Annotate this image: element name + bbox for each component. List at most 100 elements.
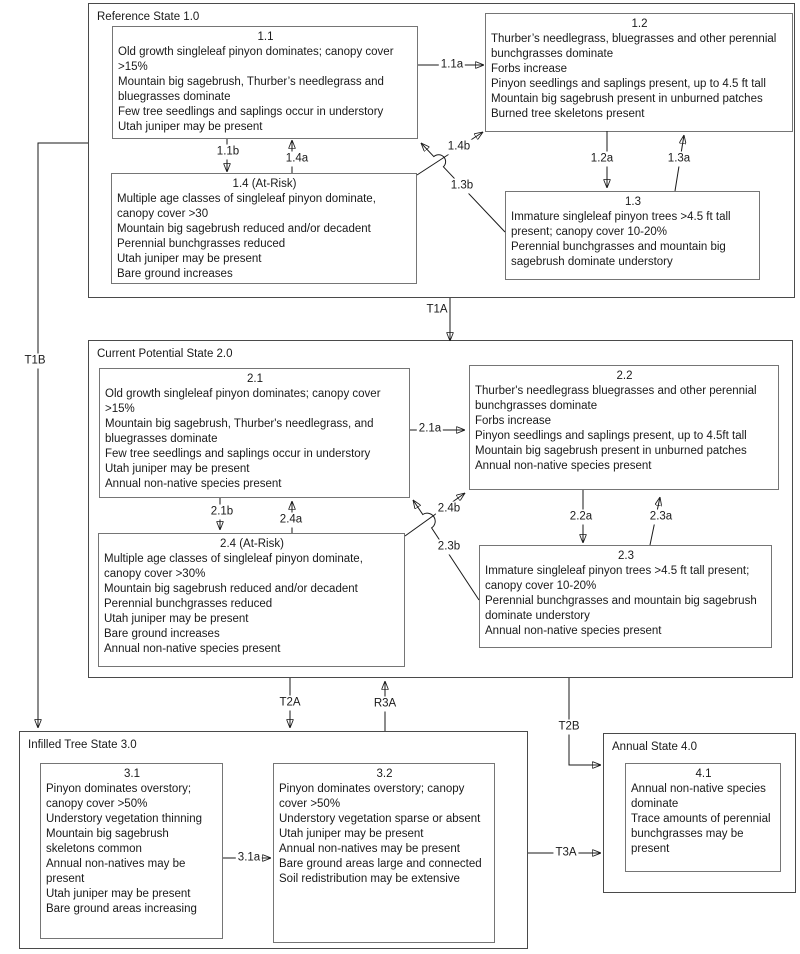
phase-box-1-2-line: Mountain big sagebrush present in unburn…: [491, 93, 763, 105]
phase-box-2-3-title: 2.3: [618, 550, 634, 562]
phase-box-4-1-line: Annual non-native species dominate: [631, 783, 766, 810]
phase-box-1-4-title: 1.4 (At-Risk): [232, 178, 297, 190]
state-box-infilled-tree-3-0: Infilled Tree State 3.0: [19, 731, 528, 949]
phase-box-1-3-line: Immature singleleaf pinyon trees >4.5 ft…: [511, 211, 731, 238]
arrow-label-r3a: R3A: [371, 696, 399, 712]
arrow-label-t2b: T2B: [556, 719, 582, 735]
phase-box-1-3: 1.3 Immature singleleaf pinyon trees >4.…: [505, 191, 760, 280]
state-title-2-0: Current Potential State 2.0: [97, 348, 233, 360]
phase-box-2-1-title: 2.1: [247, 373, 263, 385]
phase-box-2-1-line: Mountain big sagebrush, Thurber's needle…: [105, 418, 374, 445]
phase-box-3-2-line: Utah juniper may be present: [279, 828, 424, 840]
phase-box-1-2-line: Pinyon seedlings and saplings present, u…: [491, 78, 766, 90]
phase-box-2-4-line: Multiple age classes of singleleaf pinyo…: [104, 553, 363, 580]
phase-box-2-1-line: Old growth singleleaf pinyon dominates; …: [105, 388, 381, 415]
arrow-label-t3a: T3A: [553, 845, 579, 861]
phase-box-2-2: 2.2 Thurber's needlegrass bluegrasses an…: [469, 365, 779, 490]
arrow-label-3-1a: 3.1a: [235, 850, 263, 866]
phase-box-1-1: 1.1 Old growth singleleaf pinyon dominat…: [112, 26, 418, 139]
phase-box-3-2-title: 3.2: [376, 768, 393, 780]
phase-box-1-1-line: Old growth singleleaf pinyon dominates; …: [118, 46, 394, 73]
phase-box-1-4-line: Multiple age classes of singleleaf pinyo…: [117, 193, 376, 220]
phase-box-2-2-title: 2.2: [616, 370, 633, 382]
phase-box-1-3-title: 1.3: [625, 196, 641, 208]
phase-box-3-1-line: Pinyon dominates overstory; canopy cover…: [46, 783, 192, 810]
state-title-3-0: Infilled Tree State 3.0: [28, 739, 137, 751]
arrow-t1b: [38, 142, 88, 728]
phase-box-2-1-line: Few tree seedlings and saplings occur in…: [105, 448, 371, 460]
arrow-label-1-4a: 1.4a: [283, 151, 311, 167]
phase-box-1-1-line: Mountain big sagebrush, Thurber’s needle…: [118, 76, 384, 103]
phase-box-3-1-line: Annual non-natives may be present: [46, 858, 186, 885]
phase-box-1-2-title: 1.2: [631, 18, 648, 30]
phase-box-2-4-line: Annual non-native species present: [104, 643, 281, 655]
phase-box-2-1-line: Utah juniper may be present: [105, 463, 250, 475]
arrow-label-t1a: T1A: [424, 302, 450, 318]
phase-box-1-1-line: Utah juniper may be present: [118, 121, 263, 133]
phase-box-1-4-line: Mountain big sagebrush reduced and/or de…: [117, 223, 371, 235]
phase-box-4-1-line: Trace amounts of perennial bunchgrasses …: [631, 813, 771, 855]
phase-box-2-1-line: Annual non-native species present: [105, 478, 282, 490]
phase-box-1-2-line: Burned tree skeletons present: [491, 108, 645, 120]
phase-box-3-1-title: 3.1: [124, 768, 140, 780]
phase-box-1-4-line: Perennial bunchgrasses reduced: [117, 238, 286, 250]
state-box-annual-4-0: Annual State 4.0: [603, 733, 796, 893]
phase-box-3-1-line: Bare ground areas increasing: [46, 903, 197, 915]
state-box-current-potential-2-0: Current Potential State 2.0: [88, 340, 793, 678]
phase-box-2-2-line: Pinyon seedlings and saplings present, u…: [475, 430, 747, 442]
phase-box-3-2-line: Pinyon dominates overstory; canopy cover…: [279, 783, 465, 810]
phase-box-1-4-line: Utah juniper may be present: [117, 253, 262, 265]
phase-box-3-2-line: Understory vegetation sparse or absent: [279, 813, 481, 825]
phase-box-2-2-line: Thurber's needlegrass bluegrasses and ot…: [475, 385, 757, 412]
arrow-label-2-1b: 2.1b: [208, 504, 236, 520]
arrow-label-2-1a: 2.1a: [416, 421, 444, 437]
phase-box-3-1: 3.1 Pinyon dominates overstory; canopy c…: [40, 763, 223, 939]
arrow-label-1-1a: 1.1a: [438, 57, 466, 73]
arrow-label-1-4b: 1.4b: [445, 139, 473, 155]
phase-box-2-4-line: Bare ground increases: [104, 628, 220, 640]
arrow-label-2-2a: 2.2a: [567, 509, 595, 525]
phase-box-3-2-line: Bare ground areas large and connected: [279, 858, 482, 870]
arrow-label-1-2a: 1.2a: [588, 151, 616, 167]
phase-box-3-2-line: Soil redistribution may be extensive: [279, 873, 460, 885]
state-title-4-0: Annual State 4.0: [612, 741, 698, 753]
phase-box-1-3-line: Perennial bunchgrasses and mountain big …: [511, 241, 726, 268]
phase-box-3-1-line: Utah juniper may be present: [46, 888, 191, 900]
phase-box-1-4: 1.4 (At-Risk) Multiple age classes of si…: [111, 173, 417, 284]
phase-box-2-3-line: Perennial bunchgrasses and mountain big …: [485, 595, 757, 622]
state-box-reference-1-0: Reference State 1.0: [88, 3, 795, 298]
phase-box-2-2-line: Mountain big sagebrush present in unburn…: [475, 445, 747, 457]
phase-box-1-4-line: Bare ground increases: [117, 268, 233, 280]
phase-box-2-3: 2.3 Immature singleleaf pinyon trees >4.…: [479, 545, 772, 648]
arrow-label-1-3b: 1.3b: [448, 178, 476, 194]
phase-box-2-4-line: Mountain big sagebrush reduced and/or de…: [104, 583, 358, 595]
arrow-label-2-3a: 2.3a: [647, 509, 675, 525]
phase-box-2-3-line: Immature singleleaf pinyon trees >4.5 ft…: [485, 565, 750, 592]
phase-box-2-4-line: Utah juniper may be present: [104, 613, 249, 625]
arrow-label-2-3b: 2.3b: [435, 539, 463, 555]
phase-box-3-2: 3.2 Pinyon dominates overstory; canopy c…: [273, 763, 495, 943]
phase-box-4-1: 4.1 Annual non-native species dominate T…: [625, 763, 781, 872]
phase-box-2-4: 2.4 (At-Risk) Multiple age classes of si…: [98, 533, 405, 667]
arrow-label-t1b: T1B: [22, 353, 48, 369]
phase-box-2-1: 2.1 Old growth singleleaf pinyon dominat…: [99, 368, 410, 498]
phase-box-2-3-line: Annual non-native species present: [485, 625, 662, 637]
phase-box-1-2: 1.2 Thurber’s needlegrass, bluegrasses a…: [485, 13, 793, 132]
phase-box-1-2-line: Forbs increase: [491, 63, 568, 75]
phase-box-2-4-title: 2.4 (At-Risk): [220, 538, 284, 550]
arrow-label-2-4b: 2.4b: [435, 501, 463, 517]
arrow-label-2-4a: 2.4a: [277, 512, 305, 528]
phase-box-1-1-title: 1.1: [257, 31, 274, 43]
phase-box-1-1-line: Few tree seedlings and saplings occur in…: [118, 106, 384, 118]
phase-box-2-2-line: Annual non-native species present: [475, 460, 652, 472]
phase-box-1-2-line: Thurber’s needlegrass, bluegrasses and o…: [491, 33, 777, 60]
phase-box-3-1-line: Understory vegetation thinning: [46, 813, 202, 825]
arrow-label-t2a: T2A: [277, 695, 303, 711]
phase-box-3-2-line: Annual non-natives may be present: [279, 843, 460, 855]
phase-box-2-2-line: Forbs increase: [475, 415, 552, 427]
arrow-label-1-3a: 1.3a: [665, 151, 693, 167]
phase-box-2-4-line: Perennial bunchgrasses reduced: [104, 598, 273, 610]
state-title-1-0: Reference State 1.0: [97, 11, 200, 23]
phase-box-4-1-title: 4.1: [695, 768, 712, 780]
